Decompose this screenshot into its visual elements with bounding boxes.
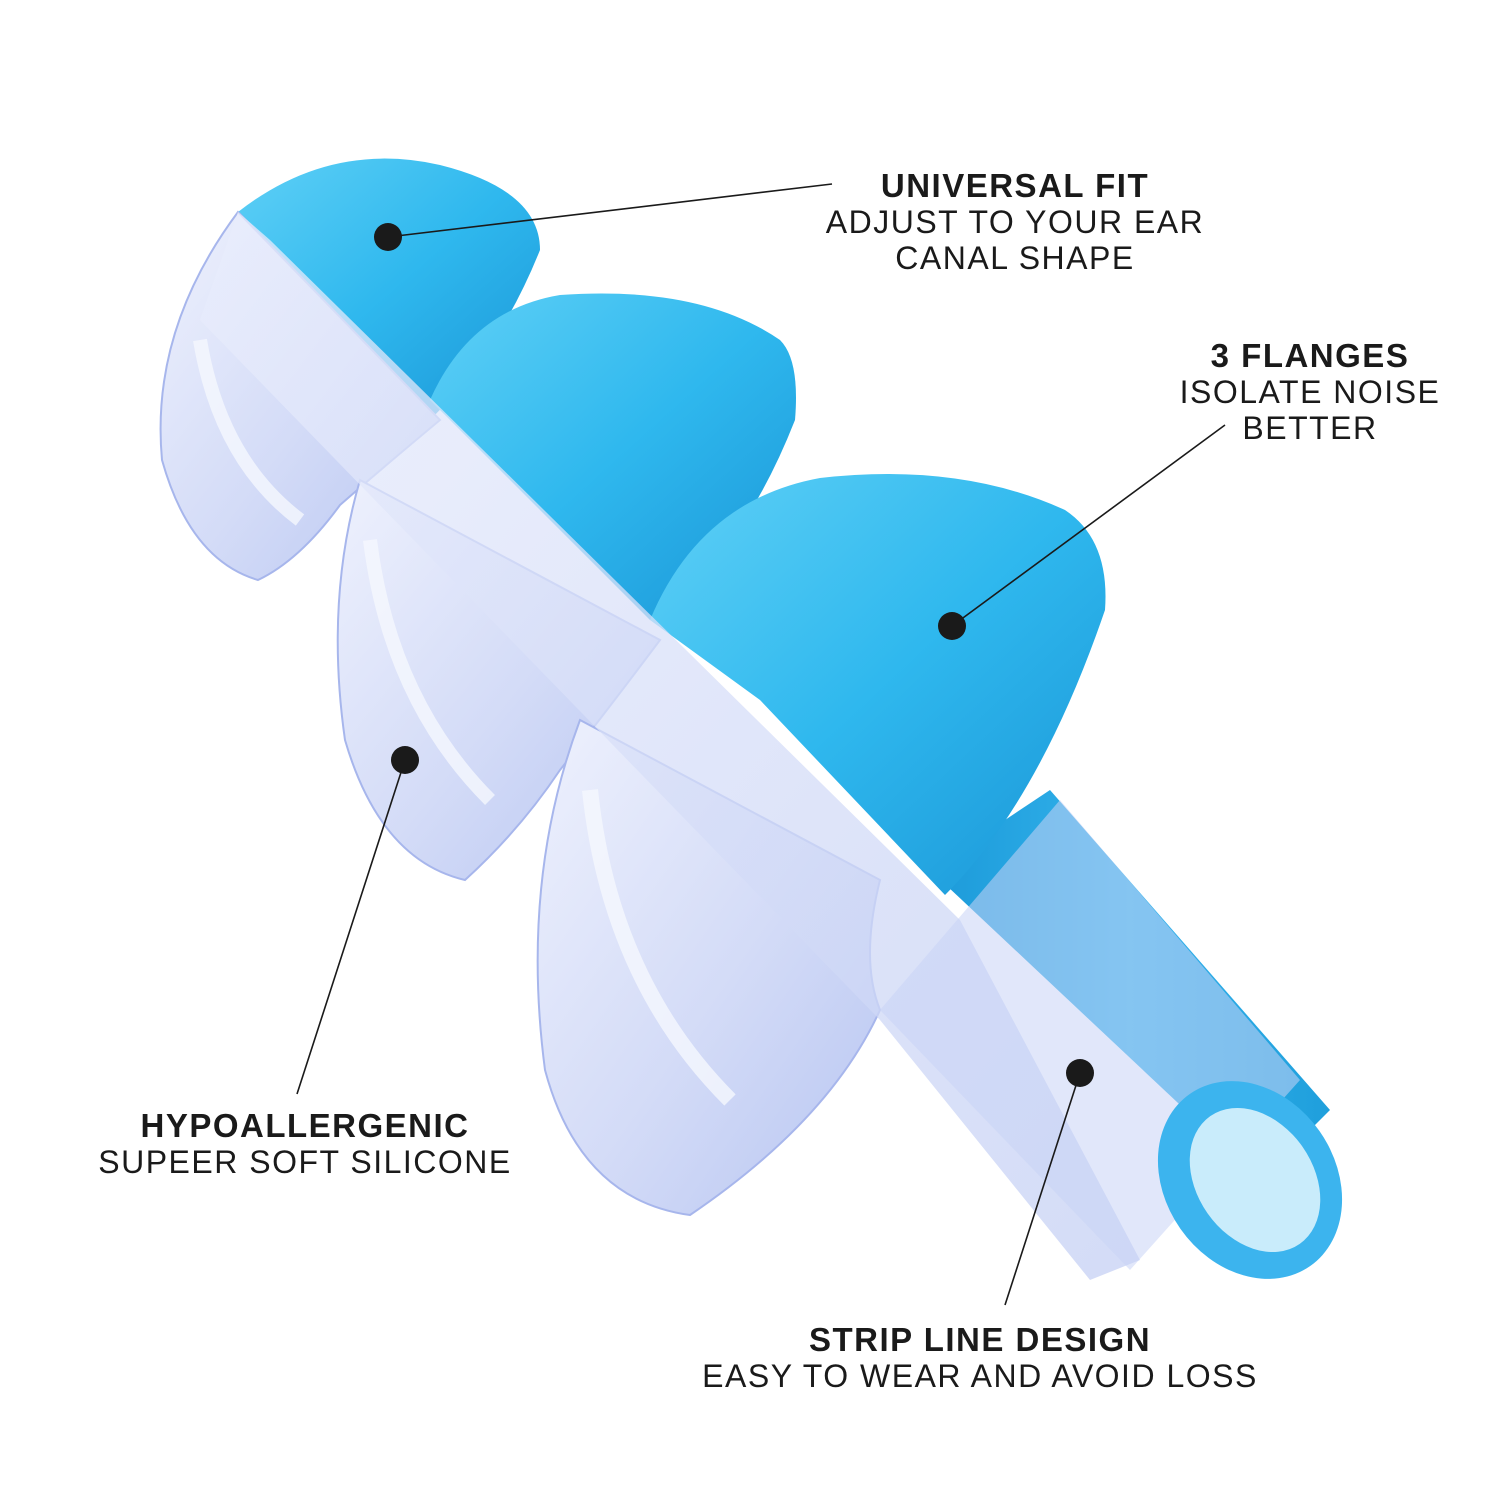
callout-desc-line: CANAL SHAPE [895,239,1135,276]
callout-desc-line: EASY TO WEAR AND AVOID LOSS [702,1357,1258,1394]
callout-title: 3 FLANGES [1210,337,1410,374]
leader-universal-fit [387,183,833,238]
callout-title: UNIVERSAL FIT [880,167,1150,204]
callout-desc-line: SUPEER SOFT SILICONE [98,1143,512,1180]
marker-dot-strip-line [1066,1059,1094,1087]
marker-dots [374,223,1094,1087]
callout-universal-fit: UNIVERSAL FIT ADJUST TO YOUR EAR CANAL S… [770,167,1260,277]
leader-lines [296,183,1226,1306]
callout-title: HYPOALLERGENIC [140,1107,470,1144]
callout-title: STRIP LINE DESIGN [808,1321,1152,1358]
callout-strip-line-design: STRIP LINE DESIGN EASY TO WEAR AND AVOID… [620,1321,1340,1395]
blue-flange-bottom [650,474,1106,895]
callout-desc-line: ISOLATE NOISE [1179,373,1441,410]
callout-desc-line: ADJUST TO YOUR EAR [825,203,1205,240]
leader-strip-line [1004,1072,1081,1306]
callout-three-flanges: 3 FLANGES ISOLATE NOISE BETTER [1120,337,1500,447]
leader-three-flanges [951,424,1226,627]
leader-hypoallergenic [296,759,406,1095]
callout-hypoallergenic: HYPOALLERGENIC SUPEER SOFT SILICONE [40,1107,570,1181]
tube-end-opening [1157,1081,1343,1279]
marker-dot-hypoallergenic [391,746,419,774]
marker-dot-universal-fit [374,223,402,251]
marker-dot-three-flanges [938,612,966,640]
callout-desc-line: BETTER [1242,409,1378,446]
